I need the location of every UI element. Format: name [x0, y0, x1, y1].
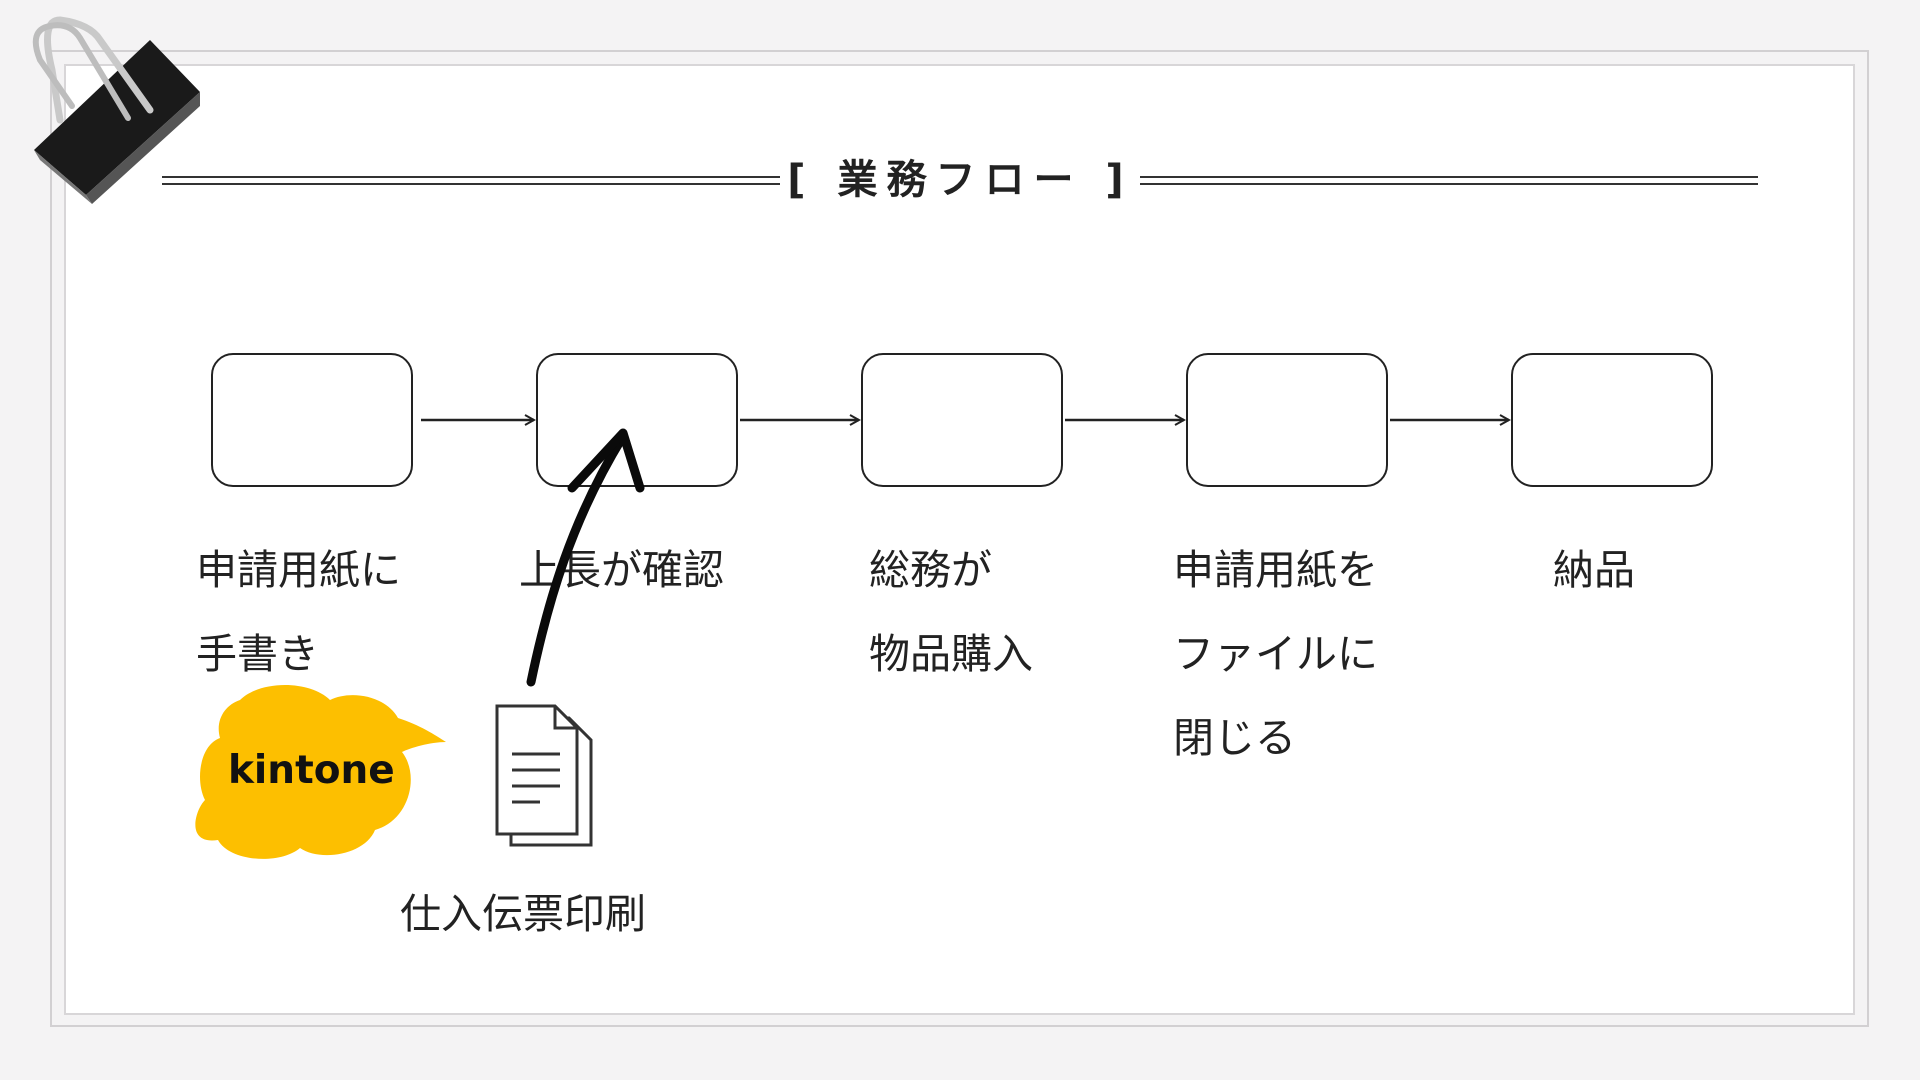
- kintone-logo-text: kintone: [228, 748, 395, 793]
- flow-step-label-1: 申請用紙に 手書き: [196, 546, 401, 678]
- document-icon: [495, 704, 593, 847]
- title-rule-left: [162, 176, 780, 185]
- print-label: 仕入伝票印刷: [400, 890, 646, 938]
- flow-step-box-4: [1186, 353, 1388, 487]
- page-title: [ 業務フロー ]: [787, 157, 1133, 203]
- inner-panel: [64, 64, 1855, 1015]
- binder-clip-icon: [32, 16, 200, 204]
- flow-step-label-5: 納品: [1553, 546, 1635, 594]
- title-rule-right: [1140, 176, 1758, 185]
- hand-drawn-arrow-icon: [526, 428, 645, 687]
- flow-step-box-5: [1511, 353, 1713, 487]
- flow-step-box-3: [861, 353, 1063, 487]
- flow-step-label-3: 総務が 物品購入: [869, 546, 1033, 678]
- flow-step-box-1: [211, 353, 413, 487]
- flow-step-label-4: 申請用紙を ファイルに 閉じる: [1173, 546, 1378, 762]
- outer-frame: [50, 50, 1869, 1027]
- kintone-cloud-icon: [195, 685, 446, 859]
